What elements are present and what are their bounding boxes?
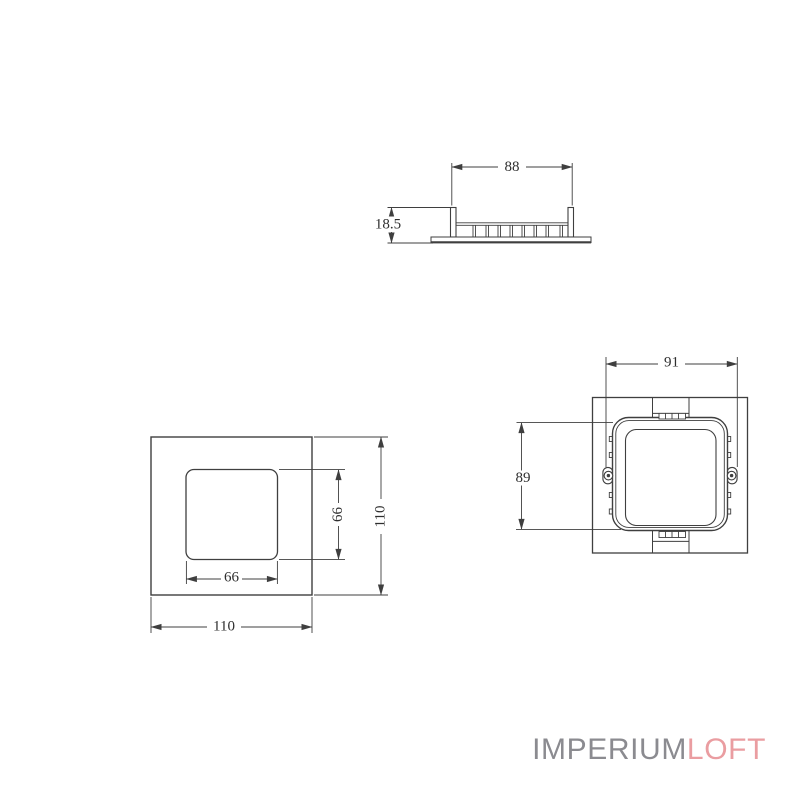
profile-right-wall <box>567 206 575 238</box>
front-inner-height-label: 66 <box>330 507 346 523</box>
brand-logo-loft: LOFT <box>687 733 766 766</box>
screw-center-left <box>606 473 611 478</box>
front-outer-height-label: 110 <box>373 506 389 528</box>
profile-height-label: 18.5 <box>375 216 401 232</box>
back-body-height-label: 89 <box>516 470 531 486</box>
back-top-tab <box>658 412 686 420</box>
front-outer-width-label: 110 <box>213 618 235 634</box>
front-view: 66 66 110 110 <box>150 436 389 634</box>
brand-logo: IMPERIUMLOFT <box>532 733 766 766</box>
front-inner-width-label: 66 <box>224 569 240 585</box>
front-outer-square <box>150 436 313 596</box>
brand-logo-imperium: IMPERIUM <box>532 733 687 766</box>
back-body-outline <box>611 416 729 532</box>
profile-left-wall <box>449 206 457 238</box>
back-body-inner-outline <box>615 420 725 528</box>
back-diffuser <box>624 428 717 527</box>
clip-bumps <box>608 436 732 515</box>
profile-view: 88 18.5 <box>371 158 592 244</box>
back-view: 91 89 <box>513 354 749 554</box>
back-mount-width-label: 91 <box>664 354 679 370</box>
back-bottom-slot <box>652 530 690 553</box>
screw-center-right <box>729 473 734 478</box>
profile-ribs <box>472 225 563 237</box>
back-outer-frame <box>591 396 749 554</box>
front-inner-window <box>185 468 279 561</box>
profile-width-label: 88 <box>505 159 520 175</box>
back-bottom-tab <box>658 531 686 538</box>
